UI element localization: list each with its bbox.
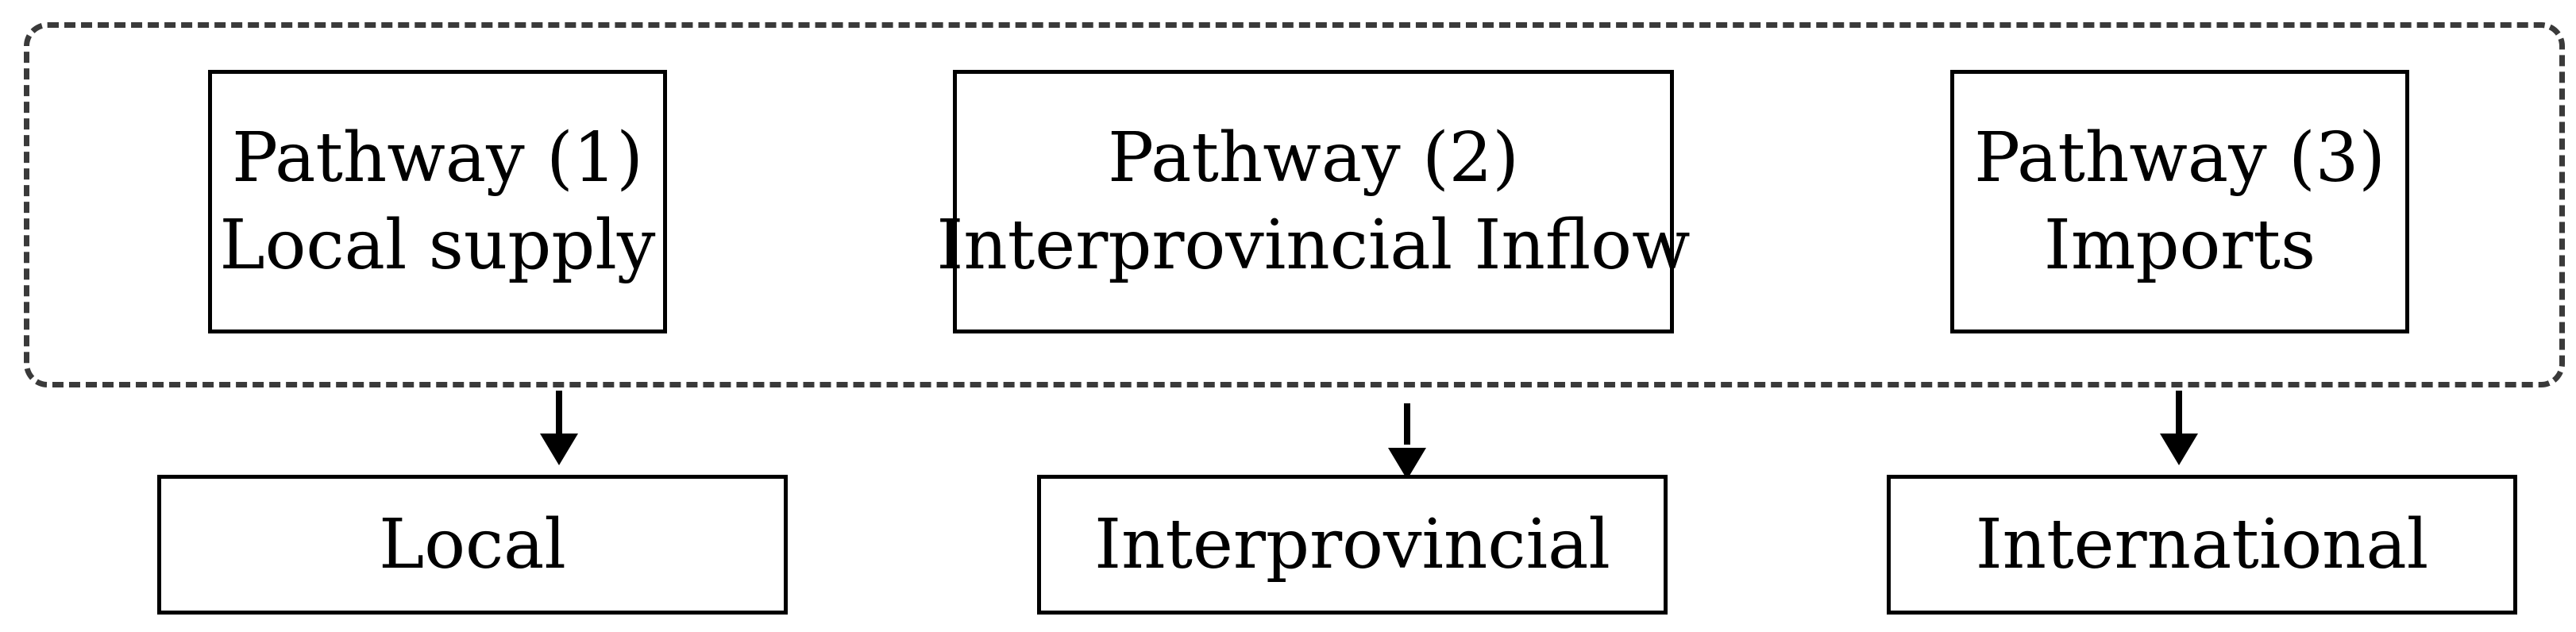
- destination-international-box: International: [1887, 475, 2517, 615]
- pathway-2-box: Pathway (2) Interprovincial Inflow: [936, 70, 1691, 333]
- pathway-3-title: Pathway (3): [1974, 118, 2385, 198]
- pathway-2-title: Pathway (2): [1108, 118, 1519, 198]
- pathways-group-frame: [24, 22, 2565, 387]
- pathway-1-subtitle: Local supply: [219, 206, 656, 285]
- pathway-2-subtitle: Interprovincial Inflow: [936, 206, 1691, 285]
- pathway-3-box: Pathway (3) Imports: [1950, 70, 2409, 333]
- pathway-1-title: Pathway (1): [232, 118, 643, 198]
- pathway-3-subtitle: Imports: [2043, 206, 2316, 285]
- destination-interprovincial-box: Interprovincial: [1037, 475, 1668, 615]
- destination-local-label: Local: [379, 504, 566, 584]
- pathway-1-box: Pathway (1) Local supply: [208, 70, 667, 333]
- destination-international-label: International: [1975, 504, 2429, 584]
- destination-local-box: Local: [157, 475, 788, 615]
- destination-interprovincial-label: Interprovincial: [1094, 504, 1610, 584]
